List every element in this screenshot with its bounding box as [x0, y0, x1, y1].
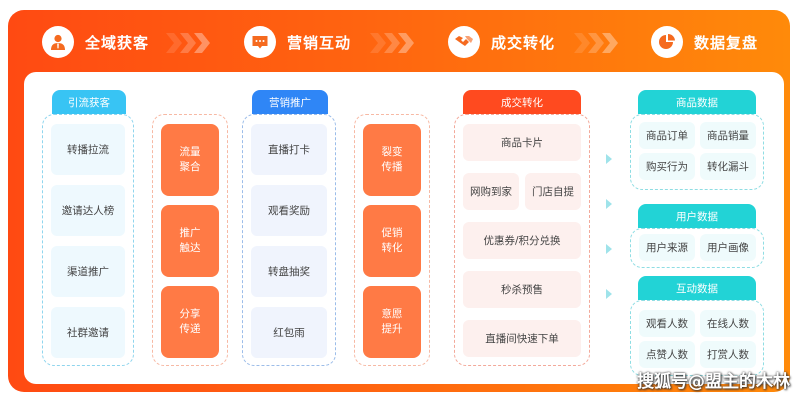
acquisition-item: 渠道推广 — [51, 246, 125, 297]
watermark: 搜狐号@盟主的木林 — [637, 372, 790, 392]
conversion-item: 门店自提 — [525, 173, 581, 210]
data-item: 用户画像 — [700, 234, 756, 261]
data-item: 用户来源 — [639, 234, 695, 261]
marketing-item: 观看奖励 — [251, 185, 327, 236]
conversion-item: 直播间快速下单 — [463, 320, 581, 357]
data-item: 点赞人数 — [639, 341, 695, 368]
handshake-icon — [448, 26, 480, 58]
conversion-group: 商品卡片 网购到家 门店自提 优惠券/积分兑换 秒杀预售 直播间快速下单 — [454, 114, 590, 366]
acquisition-group: 转播拉流 邀请达人榜 渠道推广 社群邀请 — [42, 114, 134, 366]
data-item: 在线人数 — [700, 310, 756, 337]
marketing-item: 直播打卡 — [251, 124, 327, 175]
data-group-title-interaction: 互动数据 — [638, 276, 756, 300]
chevron-arrows-icon — [166, 33, 210, 53]
data-item: 商品销量 — [700, 122, 756, 149]
stage-acquisition: 全域获客 — [42, 25, 149, 59]
marketing-item: 红包雨 — [251, 307, 327, 358]
pie-chart-icon — [651, 26, 683, 58]
arrow-right-icon — [606, 154, 612, 164]
stage-label: 成交转化 — [491, 33, 556, 52]
chat-bubble-icon — [244, 26, 276, 58]
highlight-card-promo-conversion: 促销转化 — [363, 205, 421, 277]
highlight-card-viral-spread: 裂变传播 — [363, 124, 421, 196]
acquisition-item: 转播拉流 — [51, 124, 125, 175]
stage-conversion: 成交转化 — [448, 25, 555, 59]
highlight-card-share-delivery: 分享传递 — [161, 286, 219, 358]
data-item: 打赏人数 — [700, 341, 756, 368]
data-group-title-product: 商品数据 — [638, 90, 756, 114]
column-title-marketing: 营销推广 — [252, 90, 328, 114]
acquisition-item: 邀请达人榜 — [51, 185, 125, 236]
user-data-group: 用户来源 用户画像 — [630, 228, 764, 268]
data-item: 购买行为 — [639, 153, 695, 180]
data-group-title-user: 用户数据 — [638, 204, 756, 228]
marketing-highlight-group: 裂变传播 促销转化 意愿提升 — [354, 114, 430, 366]
arrow-right-icon — [606, 244, 612, 254]
stage-header: 全域获客 营销互动 — [8, 10, 790, 72]
highlight-card-traffic-aggregation: 流量聚合 — [161, 124, 219, 196]
stage-label: 数据复盘 — [694, 33, 759, 52]
stage-label: 营销互动 — [287, 33, 352, 52]
product-data-group: 商品订单 商品销量 购买行为 转化漏斗 — [630, 114, 764, 190]
data-item: 商品订单 — [639, 122, 695, 149]
column-title-conversion: 成交转化 — [463, 90, 581, 114]
highlight-card-intent-boost: 意愿提升 — [363, 286, 421, 358]
content-panel: 引流获客 转播拉流 邀请达人榜 渠道推广 社群邀请 流量聚合 推广触达 分享传递… — [24, 72, 784, 384]
acquisition-item: 社群邀请 — [51, 307, 125, 358]
acquisition-highlight-group: 流量聚合 推广触达 分享传递 — [152, 114, 228, 366]
conversion-item: 秒杀预售 — [463, 271, 581, 308]
data-item: 转化漏斗 — [700, 153, 756, 180]
person-icon — [42, 26, 74, 58]
diagram-frame: 全域获客 营销互动 — [8, 10, 790, 392]
stage-label: 全域获客 — [85, 33, 150, 52]
conversion-item: 商品卡片 — [463, 124, 581, 161]
conversion-item: 优惠券/积分兑换 — [463, 222, 581, 259]
chevron-arrows-icon — [370, 33, 414, 53]
marketing-group: 直播打卡 观看奖励 转盘抽奖 红包雨 — [242, 114, 336, 366]
conversion-item: 网购到家 — [463, 173, 519, 210]
stage-data-review: 数据复盘 — [651, 25, 758, 59]
interaction-data-group: 观看人数 在线人数 点赞人数 打赏人数 — [630, 300, 764, 376]
arrow-right-icon — [606, 289, 612, 299]
arrow-right-icon — [606, 199, 612, 209]
column-title-acquisition: 引流获客 — [52, 90, 126, 114]
highlight-card-promotion-reach: 推广触达 — [161, 205, 219, 277]
chevron-arrows-icon — [574, 33, 618, 53]
data-item: 观看人数 — [639, 310, 695, 337]
marketing-item: 转盘抽奖 — [251, 246, 327, 297]
stage-marketing: 营销互动 — [244, 25, 351, 59]
